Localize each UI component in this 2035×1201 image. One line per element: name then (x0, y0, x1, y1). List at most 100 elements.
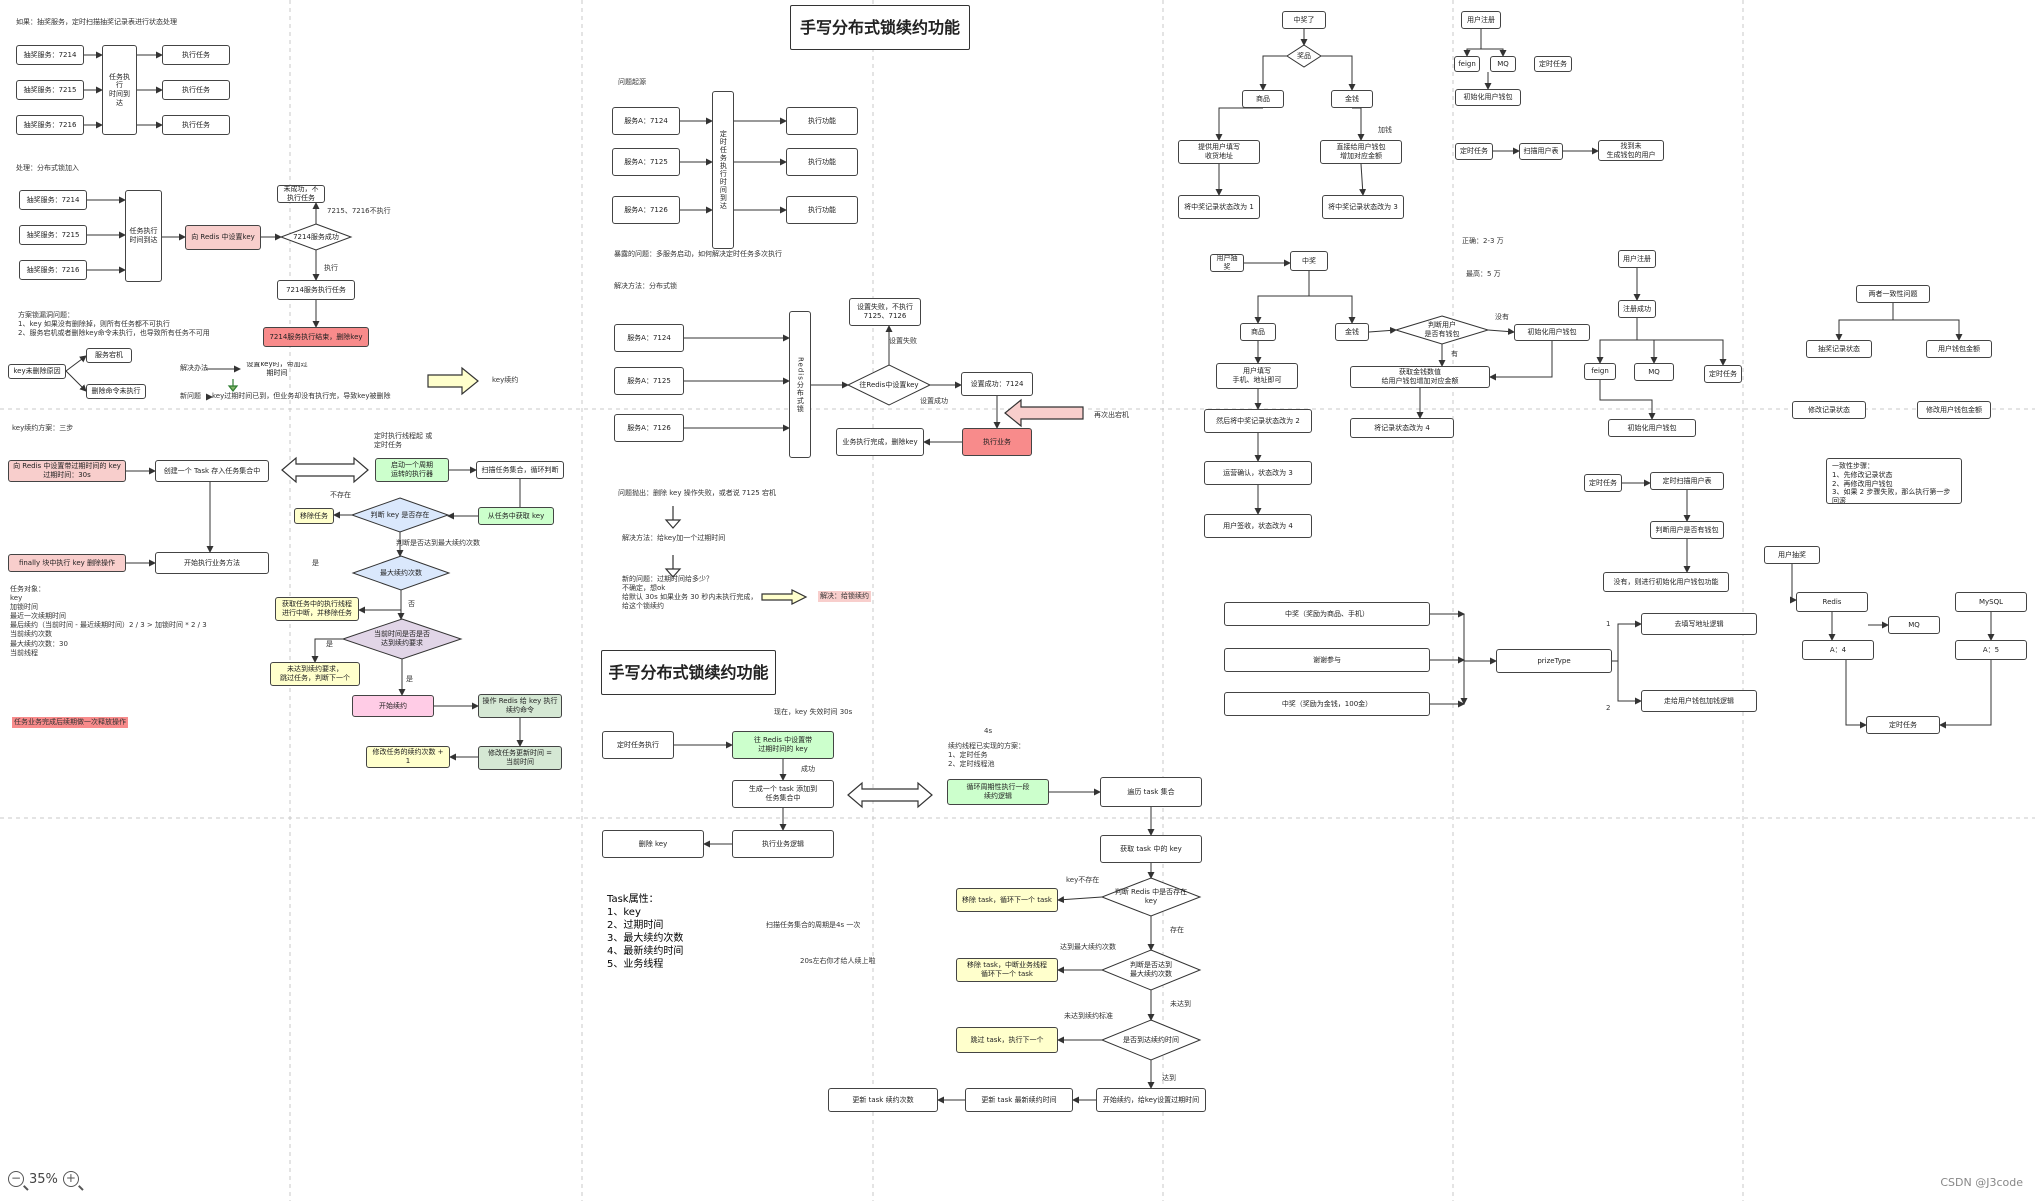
node-k-consistency[interactable]: 两者一致性问题 (1856, 285, 1930, 303)
node-t-update[interactable]: 更新 task 最新续约时间 (965, 1088, 1073, 1112)
node-t-skip[interactable]: 跳过 task，执行下一个 (956, 1027, 1058, 1053)
node-z-r1[interactable]: 去填写地址逻辑 (1641, 613, 1757, 635)
node-r-finally[interactable]: finally 块中执行 key 删除操作 (8, 554, 126, 572)
node-l-fill[interactable]: 用户填写 手机、地址即可 (1216, 363, 1298, 389)
node-m-reg[interactable]: 用户注册 (1618, 250, 1656, 268)
node-b1[interactable]: 抽奖服务：7214 (19, 190, 87, 210)
node-l-s4[interactable]: 将记录状态改为 4 (1350, 418, 1454, 438)
node-b2[interactable]: 抽奖服务：7215 (19, 225, 87, 245)
node-t-renew[interactable]: 开始续约，给key设置过期时间 (1096, 1088, 1206, 1112)
node-t-redis[interactable]: 往 Redis 中设置带 过期时间的 key (732, 731, 834, 759)
node-y-timer[interactable]: 定时任务 (1866, 716, 1940, 734)
node-r-skip[interactable]: 未达到续约要求， 跳过任务，判断下一个 (270, 662, 360, 686)
node-t-cycle[interactable]: 循环周期性执行一段 续约逻辑 (947, 779, 1049, 805)
node-k-wallet[interactable]: 用户钱包金额 (1926, 340, 1992, 358)
node-b3[interactable]: 抽奖服务：7216 (19, 260, 87, 280)
node-w-wallet[interactable]: 直接给用户钱包 增加对应金额 (1320, 140, 1402, 164)
node-p-timer[interactable]: 定时任务执行时间到达 (712, 91, 734, 249)
node-s-exec[interactable]: 执行业务 (962, 428, 1032, 456)
decision-t-judge-max[interactable]: 判断是否达到 最大续约次数 (1130, 961, 1172, 978)
node-l-s2[interactable]: 然后将中奖记录状态改为 2 (1204, 409, 1312, 433)
node-y-redis[interactable]: Redis (1796, 592, 1868, 612)
node-r-redis-op[interactable]: 操作 Redis 给 key 执行 续约命令 (478, 694, 562, 718)
node-u-timer2[interactable]: 定时任务 (1455, 143, 1493, 160)
decision-b-diamond[interactable]: 7214服务成功 (293, 232, 339, 241)
node-m-scan[interactable]: 定时扫描用户表 (1650, 472, 1724, 490)
node-u-mq[interactable]: MQ (1490, 56, 1516, 72)
node-m-mq[interactable]: MQ (1634, 363, 1674, 381)
node-p1[interactable]: 服务A：7124 (612, 107, 680, 135)
node-a2[interactable]: 抽奖服务：7215 (16, 80, 84, 100)
node-u-find[interactable]: 找到未 生成钱包的用户 (1598, 140, 1664, 161)
node-t-interrupt[interactable]: 移除 task，中断业务线程 循环下一个 task (956, 958, 1058, 982)
node-y-a4[interactable]: A：4 (1802, 640, 1874, 660)
zoom-in-icon[interactable]: + (62, 1171, 79, 1187)
node-a1[interactable]: 抽奖服务：7214 (16, 45, 84, 65)
node-w-money[interactable]: 金钱 (1331, 90, 1373, 108)
node-c-nocmd[interactable]: 删除命令未执行 (86, 384, 146, 399)
node-t-task[interactable]: 生成一个 task 添加到 任务集合中 (732, 780, 834, 808)
decision-r-time[interactable]: 当前时间是否是否 达到续约要求 (374, 630, 430, 647)
node-y-draw[interactable]: 用户抽奖 (1764, 546, 1820, 564)
node-ae3[interactable]: 执行任务 (162, 115, 230, 135)
node-r-update[interactable]: 修改任务更新时间 = 当前时间 (478, 746, 562, 770)
decision-t-judge-key[interactable]: 判断 Redis 中是否存在 key (1114, 888, 1188, 905)
node-pe2[interactable]: 执行功能 (786, 148, 858, 176)
node-u-init[interactable]: 初始化用户钱包 (1455, 89, 1521, 106)
node-w-s1[interactable]: 将中奖记录状态改为 1 (1178, 195, 1260, 219)
node-s-ok[interactable]: 设置成功：7124 (961, 372, 1033, 396)
node-b-redis[interactable]: 向 Redis 中设置key (185, 225, 261, 250)
node-s2[interactable]: 服务A：7125 (614, 367, 684, 395)
node-t-get[interactable]: 获取 task 中的 key (1100, 835, 1202, 863)
node-l-sign[interactable]: 用户签收，状态改为 4 (1204, 514, 1312, 538)
node-k-steps[interactable]: 一致性步骤： 1、先修改记录状态 2、再修改用户钱包 3、如果 2 步骤失败，那… (1826, 458, 1962, 504)
node-p3[interactable]: 服务A：7126 (612, 196, 680, 224)
diagram-title-main[interactable]: 手写分布式锁续约功能 (790, 5, 970, 50)
node-t-del[interactable]: 删除 key (602, 830, 704, 858)
node-y-a5[interactable]: A：5 (1955, 640, 2027, 660)
zoom-out-icon[interactable]: − (8, 1171, 24, 1187)
node-r-create[interactable]: 创建一个 Task 存入任务集合中 (155, 460, 269, 482)
node-s-finish[interactable]: 业务执行完成，删除key (836, 428, 924, 456)
node-r-fetch[interactable]: 从任务中获取 key (478, 507, 554, 525)
node-y-mysql[interactable]: MySQL (1955, 592, 2027, 612)
node-r-start[interactable]: 启动一个周期 运转的执行器 (375, 458, 449, 482)
node-t-timer[interactable]: 定时任务执行 (602, 731, 674, 759)
node-t-biz[interactable]: 执行业务逻辑 (732, 830, 834, 858)
node-m-timer[interactable]: 定时任务 (1704, 365, 1742, 383)
node-l-init[interactable]: 初始化用户钱包 (1514, 324, 1590, 341)
node-m-feign[interactable]: feign (1584, 363, 1616, 380)
node-z-w1[interactable]: 中奖（奖励为商品、手机） (1224, 602, 1430, 626)
node-c-set[interactable]: 设置key时，带加过期时间 (246, 362, 308, 376)
node-b-fail[interactable]: 未成功，不执行任务 (277, 185, 325, 203)
node-a-timer[interactable]: 任务执行 时间到达 (102, 45, 137, 135)
node-w-goods[interactable]: 商品 (1242, 90, 1284, 108)
node-l-draw[interactable]: 用户抽奖 (1210, 254, 1244, 272)
node-ae1[interactable]: 执行任务 (162, 45, 230, 65)
node-z-r2[interactable]: 走给用户钱包加钱逻辑 (1641, 690, 1757, 712)
node-s-lock[interactable]: Redis分布式锁 (789, 311, 811, 458)
node-b-exec[interactable]: 7214服务执行任务 (277, 280, 355, 300)
node-r-redis[interactable]: 向 Redis 中设置带过期时间的 key 过期时间：30s (8, 460, 126, 482)
node-z-w2[interactable]: 谢谢参与 (1224, 648, 1430, 672)
node-u-timer[interactable]: 定时任务 (1534, 56, 1572, 72)
node-r-count[interactable]: 修改任务的续约次数 + 1 (366, 746, 450, 768)
node-k-mod-wallet[interactable]: 修改用户钱包金额 (1917, 401, 1991, 419)
node-l-money[interactable]: 金钱 (1335, 323, 1369, 341)
node-r-remove[interactable]: 移除任务 (294, 508, 334, 524)
node-t-remove[interactable]: 移除 task，循环下一个 task (956, 888, 1058, 912)
node-ae2[interactable]: 执行任务 (162, 80, 230, 100)
node-b-done[interactable]: 7214服务执行结束，删除key (263, 327, 369, 347)
node-t-count[interactable]: 更新 task 续约次数 (828, 1088, 938, 1112)
node-t-scan[interactable]: 遍历 task 集合 (1100, 777, 1202, 807)
node-m-init[interactable]: 初始化用户钱包 (1608, 419, 1696, 437)
node-w-win[interactable]: 中奖了 (1282, 11, 1326, 29)
decision-t-judge-time[interactable]: 是否到达续约时间 (1123, 1035, 1179, 1044)
node-m-ok[interactable]: 注册成功 (1618, 300, 1656, 318)
node-a3[interactable]: 抽奖服务：7216 (16, 115, 84, 135)
node-l-get[interactable]: 获取金钱数值 给用户钱包增加对应金额 (1350, 366, 1490, 388)
decision-r-max[interactable]: 最大续约次数 (380, 568, 422, 577)
node-s1[interactable]: 服务A：7124 (614, 324, 684, 352)
node-u-scan[interactable]: 扫描用户表 (1519, 143, 1563, 160)
